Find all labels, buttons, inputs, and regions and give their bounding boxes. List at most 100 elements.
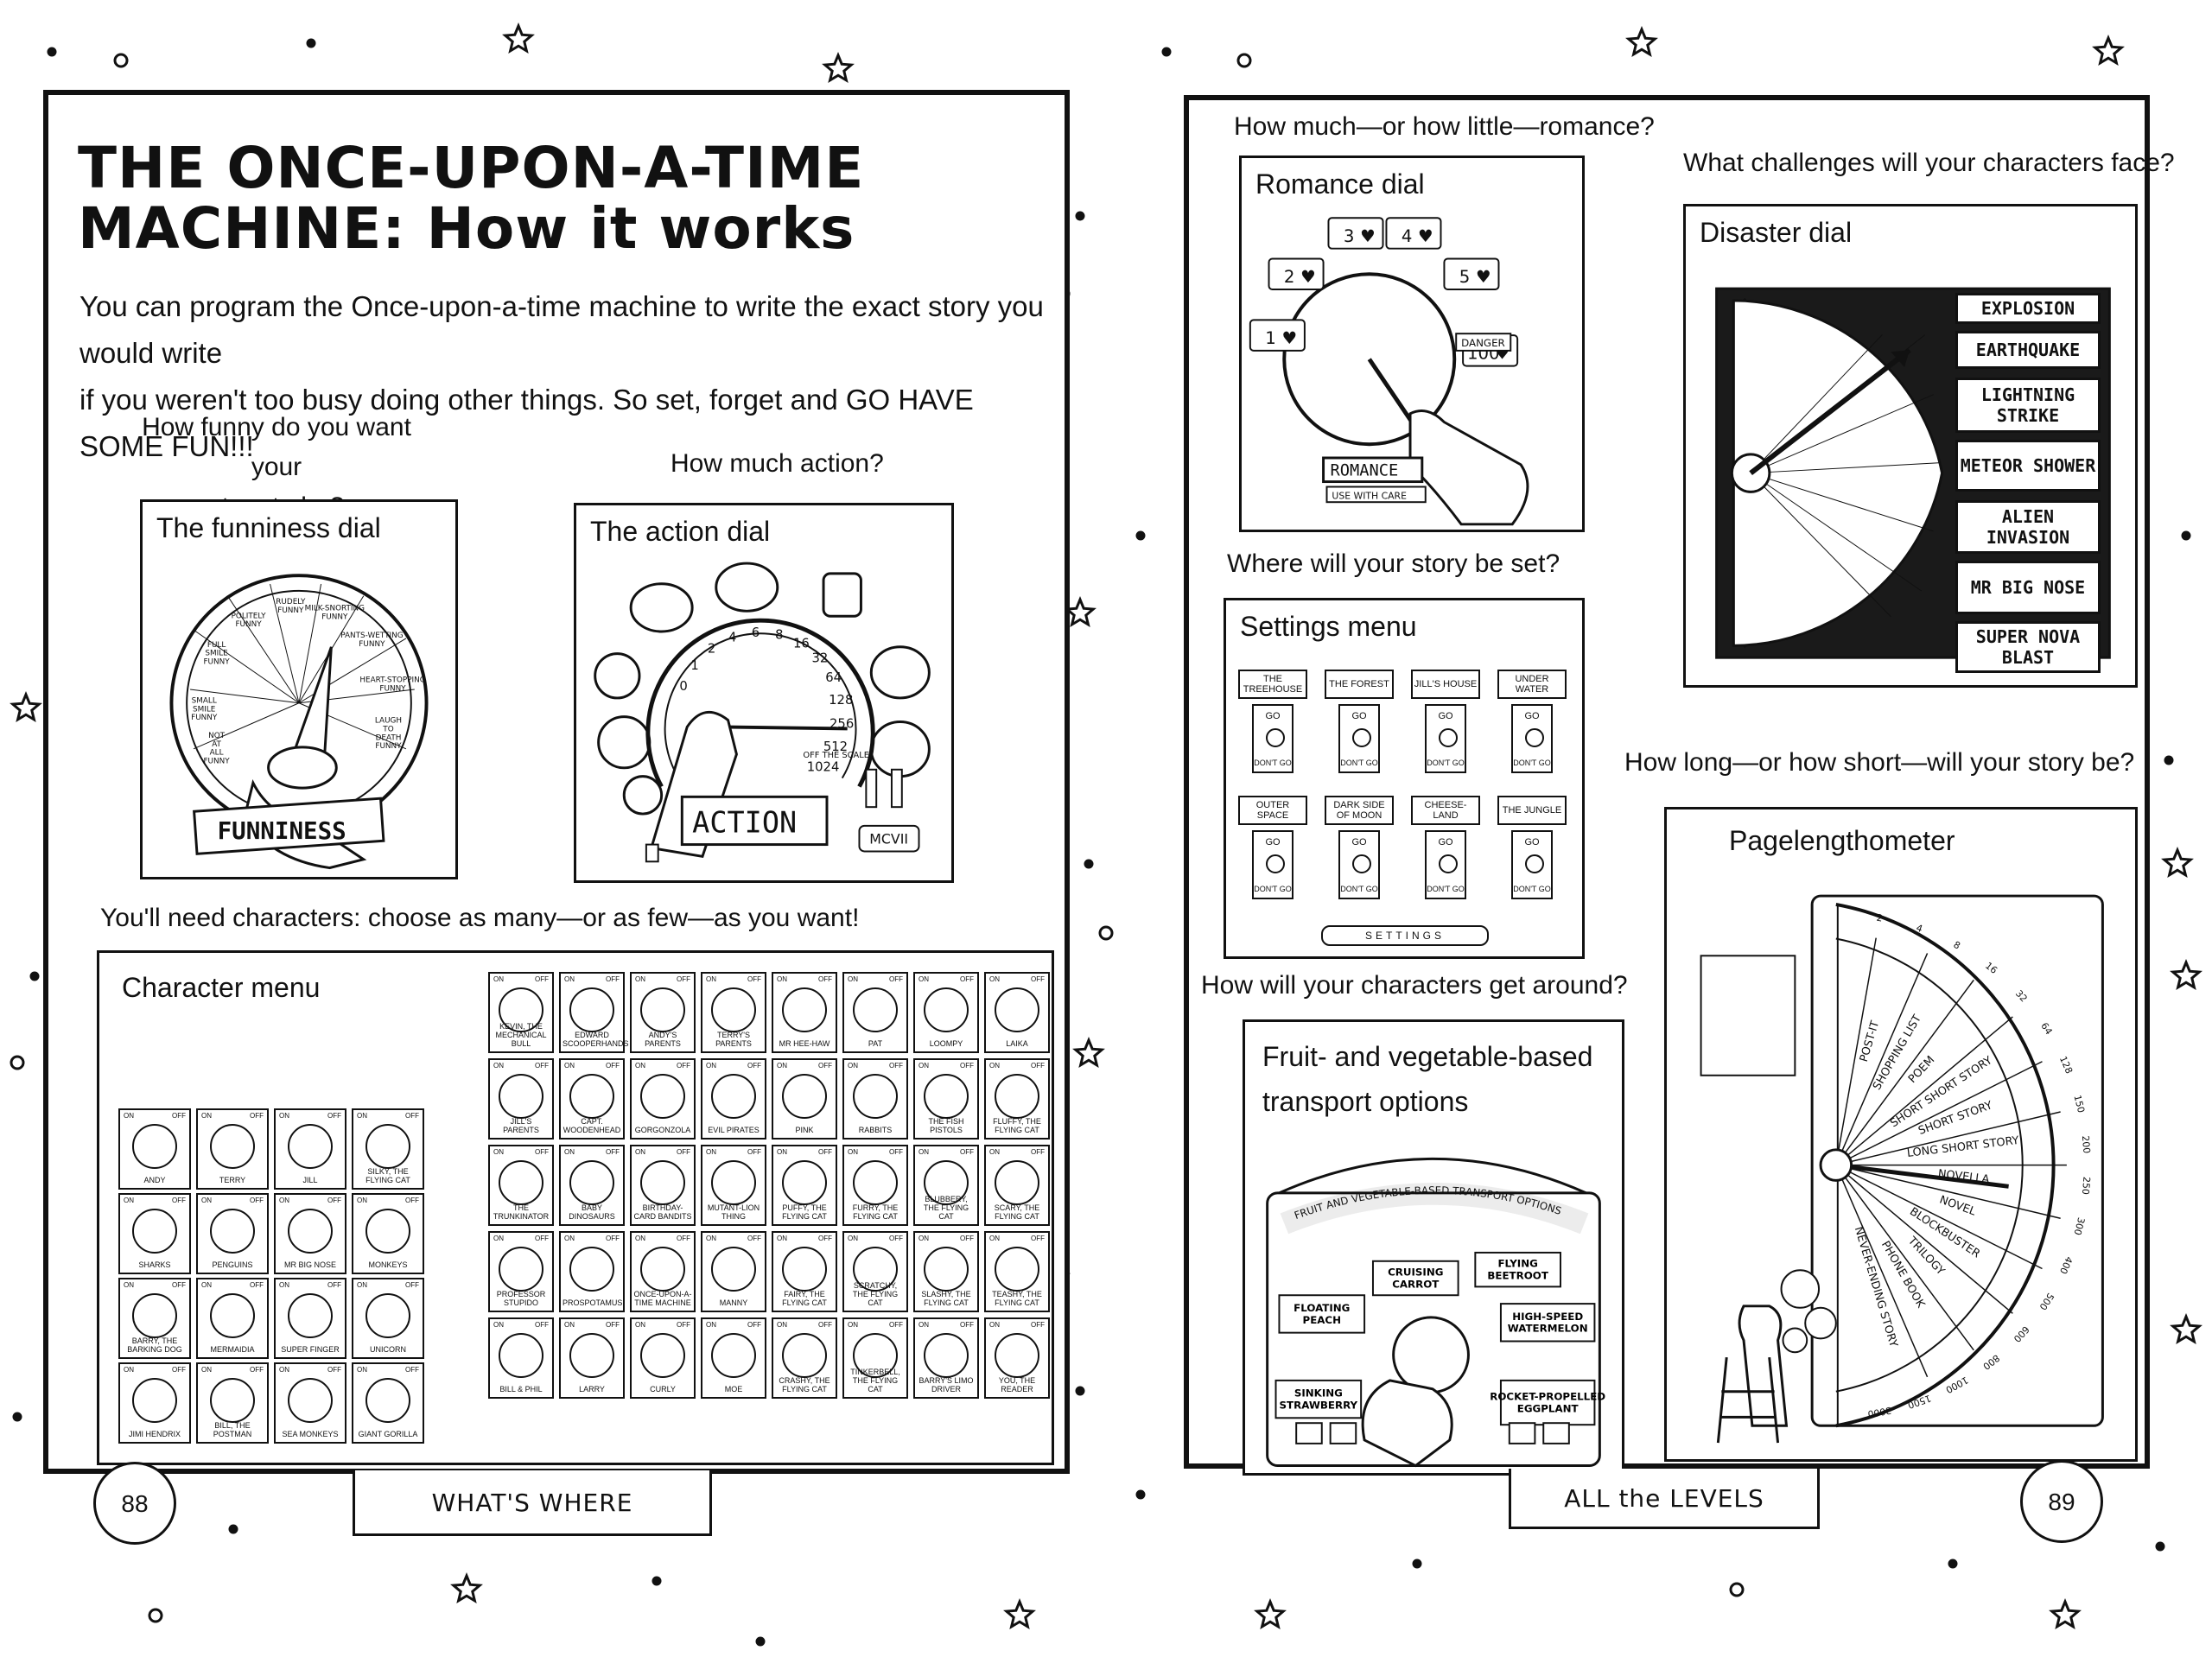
disaster-option[interactable]: METEOR SHOWER bbox=[1955, 440, 2101, 492]
disaster-option[interactable]: LIGHTNING STRIKE bbox=[1955, 378, 2101, 433]
footer-tab-whats-where[interactable]: WHAT'S WHERE bbox=[353, 1470, 712, 1536]
transport-option-box[interactable] bbox=[1499, 1379, 1596, 1426]
transport-option-box[interactable] bbox=[1474, 1251, 1561, 1288]
disaster-option[interactable]: ALIEN INVASION bbox=[1955, 500, 2101, 554]
disaster-option[interactable]: EXPLOSION bbox=[1955, 293, 2101, 324]
transport-option-box[interactable] bbox=[1278, 1294, 1366, 1334]
